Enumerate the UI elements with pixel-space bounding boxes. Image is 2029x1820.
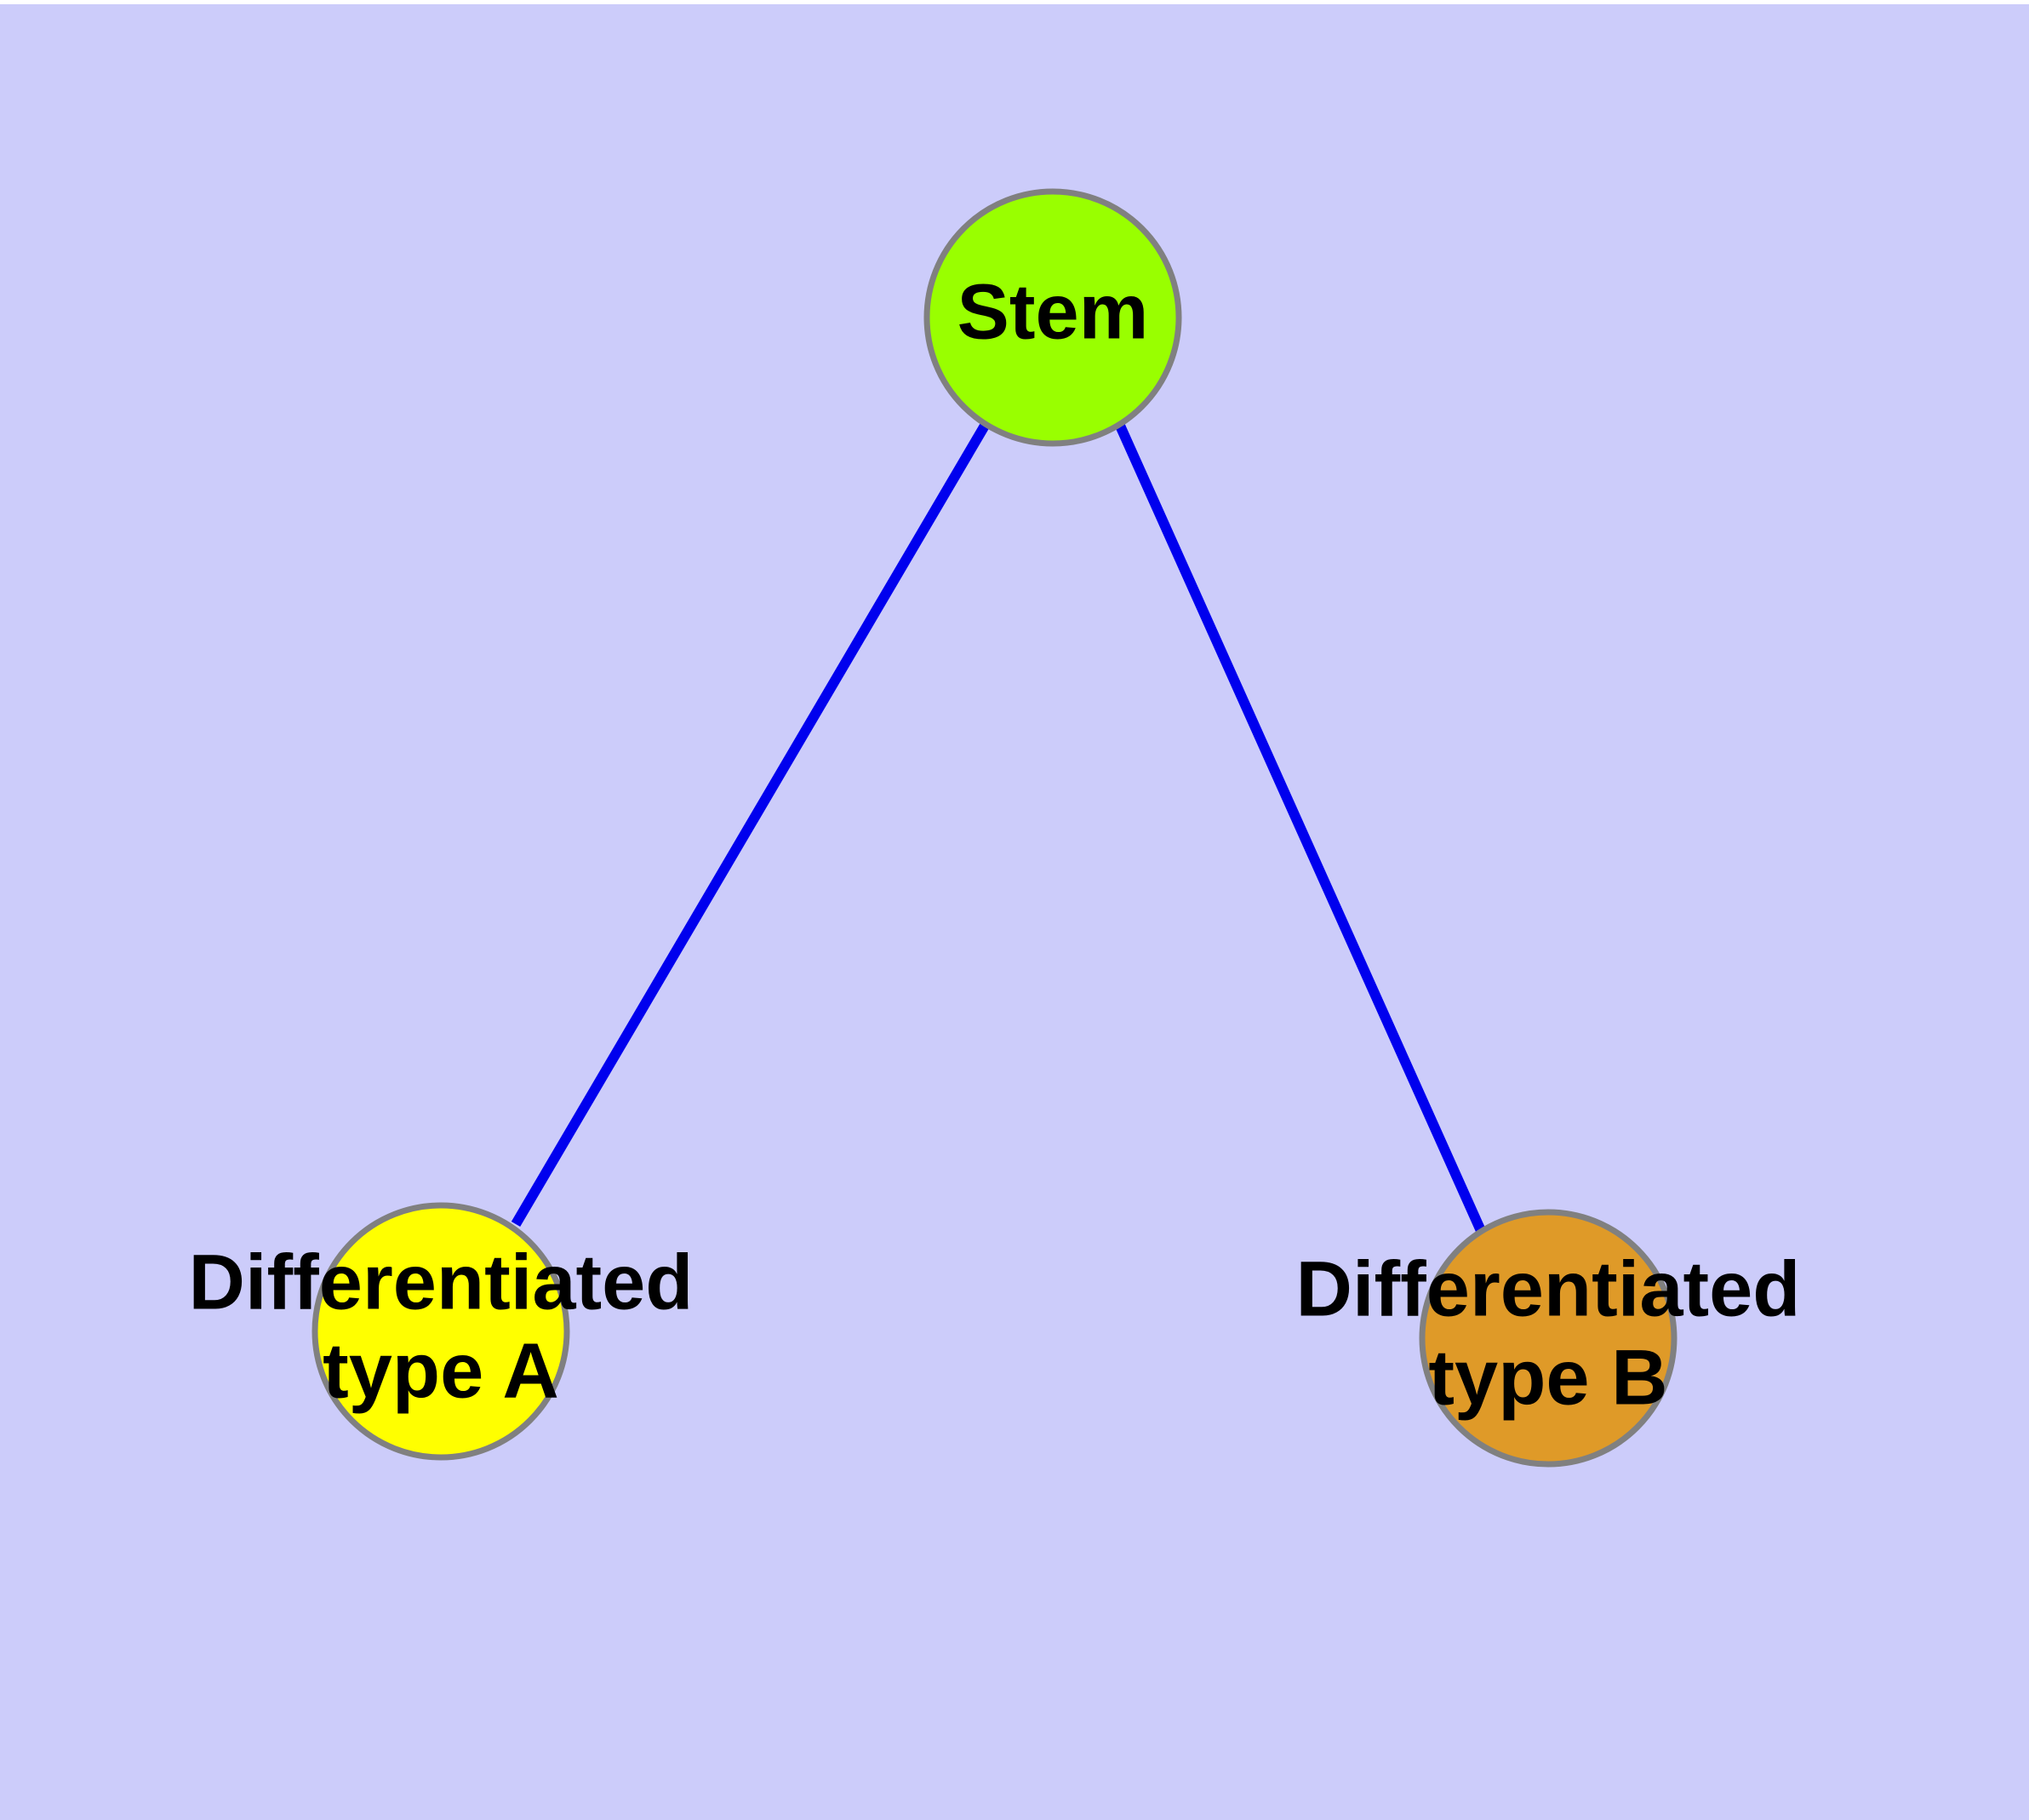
node-label-differentiated-type-b-line2: type B (1428, 1334, 1667, 1421)
top-border-strip (0, 0, 2029, 4)
node-stem[interactable]: Stem (923, 188, 1182, 447)
node-circle-differentiated-type-b[interactable] (1419, 1209, 1677, 1468)
node-label-stem: Stem (957, 268, 1149, 355)
node-label-differentiated-type-b-line1: Differentiated (1296, 1245, 1801, 1332)
node-label-differentiated-type-a-line1: Differentiated (189, 1239, 694, 1325)
node-differentiated-type-a[interactable] (311, 1202, 570, 1461)
node-differentiated-type-b[interactable] (1419, 1209, 1677, 1468)
node-circle-differentiated-type-a[interactable] (311, 1202, 570, 1461)
edge-group (511, 422, 1487, 1235)
label-group: Differentiated type A Differentiated typ… (189, 1239, 1801, 1421)
edge-stem-to-differentiated-type-a[interactable] (511, 422, 990, 1228)
edge-stem-to-differentiated-type-b[interactable] (1115, 423, 1487, 1235)
node-circle-stem[interactable] (923, 188, 1182, 447)
node-label-differentiated-type-a-line2: type A (323, 1327, 559, 1414)
